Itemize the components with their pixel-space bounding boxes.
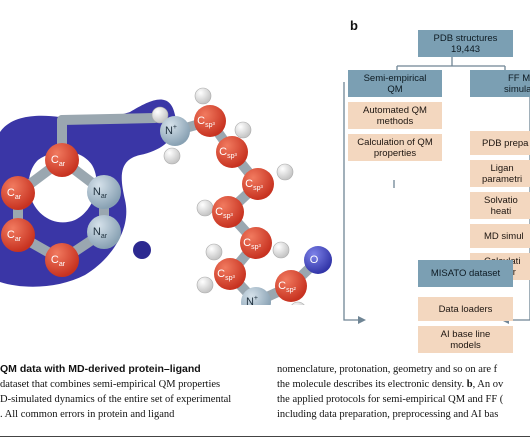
caption-right-line: the applied protocols for semi-empirical…: [277, 394, 504, 405]
hydrogen-atom: [196, 276, 214, 294]
chain-atom: [214, 258, 246, 290]
caption-left-line: . All common errors in protein and ligan…: [0, 409, 175, 420]
hydrogen-atom: [272, 241, 290, 259]
ai-baseline-models-box: AI base line models: [418, 326, 513, 353]
hydrogen-atom: [205, 243, 223, 261]
hydrogen-atom: [234, 121, 252, 139]
flow-connectors: [343, 56, 530, 324]
caption-left-line: dataset that combines semi-empirical QM …: [0, 379, 221, 390]
ring-atom: [45, 143, 79, 177]
hydrogen-atom: [276, 163, 294, 181]
caption-right-panel-ref: b: [466, 379, 473, 390]
pdb-structures-box: PDB structures 19,443: [418, 30, 513, 57]
ring-atom: [1, 218, 35, 252]
chain-atom: [216, 136, 248, 168]
caption-left-title: QM data with MD-derived protein–ligand: [0, 363, 201, 375]
caption-right-text: the molecule describes its electronic de…: [277, 379, 467, 390]
caption-right: nomenclature, protonation, geometry and …: [277, 362, 530, 422]
data-loaders-box: Data loaders: [418, 297, 513, 321]
hydrogen-atom: [194, 87, 212, 105]
caption-left-line: D-simulated dynamics of the entire set o…: [0, 394, 232, 405]
density-dot: [133, 241, 151, 259]
chain-atom: [242, 168, 274, 200]
ring-atom: [1, 176, 35, 210]
caption-right-text: , An ov: [472, 379, 504, 390]
chain-atom: [240, 227, 272, 259]
chain-atom-label: O: [310, 254, 319, 266]
bond: [57, 113, 160, 125]
chain-atom: [304, 246, 332, 274]
qm-properties-box: Calculation of QM properties: [348, 134, 442, 161]
chain-atom: [241, 287, 271, 305]
ring-atom: [87, 215, 121, 249]
hydrogen-atom: [151, 106, 169, 124]
caption-right-line: nomenclature, protonation, geometry and …: [277, 364, 498, 375]
molecule-illustration: CarCarCarCarNarNarN+Csp³Csp³Csp³Csp³Csp³…: [0, 87, 332, 305]
misato-dataset-box: MISATO dataset: [418, 260, 513, 287]
pdb-preparation-box: PDB prepa: [470, 131, 530, 155]
ring-atom: [45, 243, 79, 277]
hydrogen-atom: [196, 199, 214, 217]
hydrogen-atom: [163, 147, 181, 165]
caption-right-line: the molecule describes its electronic de…: [277, 377, 530, 392]
chain-atom-label: N+: [246, 295, 258, 305]
chain-atom: [212, 196, 244, 228]
caption-right-line: including data preparation, preprocessin…: [277, 409, 499, 420]
hydrogen-atom: [291, 301, 305, 305]
chain-atom: [275, 270, 307, 302]
panel-b-label: b: [350, 18, 358, 33]
chain-atom: [160, 116, 190, 146]
chain-atom: [194, 105, 226, 137]
md-simulation-box: MD simul: [470, 224, 530, 248]
ff-md-simulation-header: FF M simulat: [470, 70, 530, 97]
automated-qm-methods-box: Automated QM methods: [348, 102, 442, 129]
solvation-heating-box: Solvatio heati: [470, 192, 530, 219]
ligand-parametrization-box: Ligan parametri: [470, 160, 530, 187]
semi-empirical-qm-header: Semi-empirical QM: [348, 70, 442, 97]
bottom-rule: [0, 436, 530, 437]
ring-atom: [87, 175, 121, 209]
caption-left: QM data with MD-derived protein–ligand d…: [0, 362, 262, 422]
